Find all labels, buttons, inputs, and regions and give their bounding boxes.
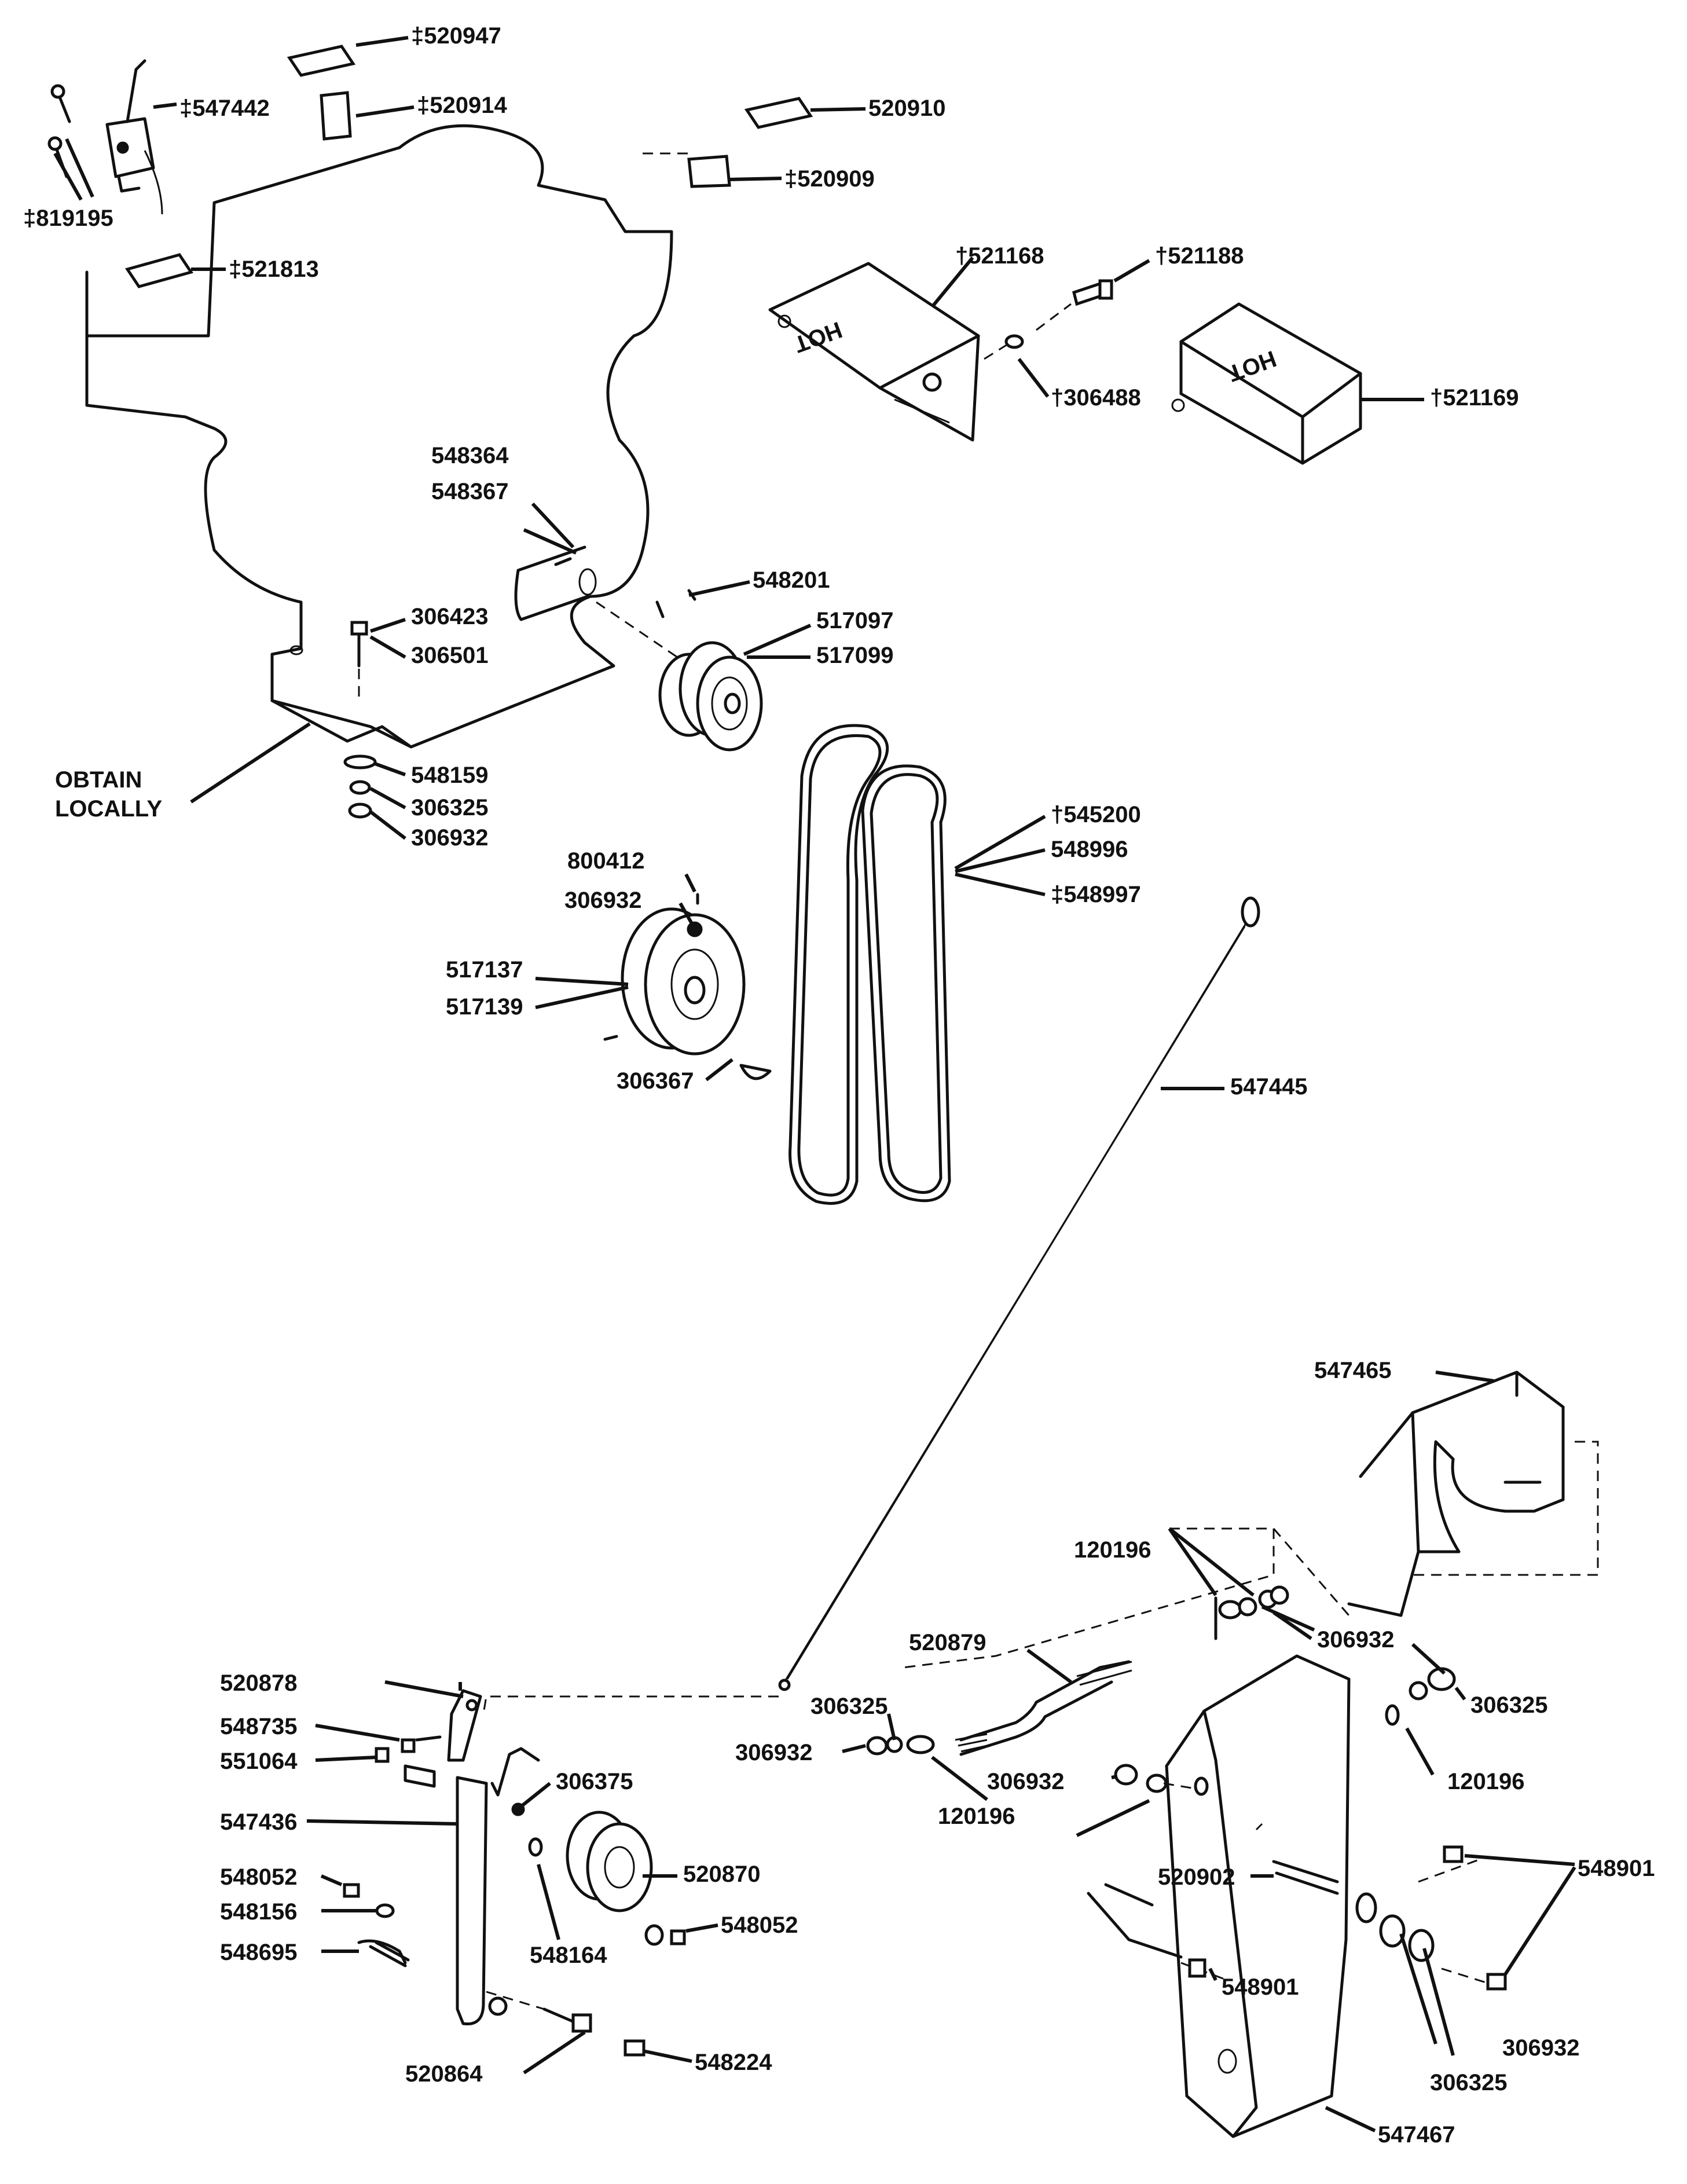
label-548156: 548156 [220, 1899, 297, 1925]
label-548996: 548996 [1051, 837, 1128, 862]
label-547467: 547467 [1378, 2122, 1455, 2148]
decal-521813 [125, 253, 193, 288]
mount-plate-547467 [1165, 1654, 1351, 2138]
label-306325-d: 306325 [1430, 2070, 1507, 2095]
label-517099: 517099 [816, 643, 893, 668]
label-517139: 517139 [446, 994, 523, 1020]
label-548164: 548164 [530, 1943, 607, 1968]
engine-mount-hardware [343, 754, 377, 819]
control-cable [482, 896, 1260, 1714]
decal-520909 [687, 155, 731, 188]
label-306501: 306501 [411, 643, 488, 668]
label-521188: †521188 [1155, 243, 1244, 269]
label-120196-c: 120196 [1447, 1769, 1524, 1794]
label-306325-b: 306325 [811, 1694, 887, 1719]
label-521168: †521168 [955, 243, 1044, 269]
label-306423: 306423 [411, 604, 488, 629]
label-548159: 548159 [411, 763, 488, 788]
label-547465: 547465 [1314, 1358, 1391, 1383]
label-306325-a: 306325 [411, 795, 488, 820]
label-819195: ‡819195 [23, 206, 113, 231]
label-548735: 548735 [220, 1714, 297, 1739]
label-obtain-locally-1: OBTAIN [55, 767, 142, 793]
belt-guard-547465 [1347, 1371, 1599, 1617]
label-306932-b: 306932 [564, 888, 641, 913]
label-306325-c: 306325 [1470, 1692, 1547, 1718]
label-520947: ‡520947 [411, 23, 501, 49]
engine-pulley [655, 589, 763, 752]
label-548901-a: 548901 [1578, 1856, 1655, 1881]
bolt-521188 [984, 279, 1113, 360]
heat-shield-521169: HOT [1171, 302, 1362, 465]
decal-520910 [744, 97, 813, 129]
label-306932-a: 306932 [411, 825, 488, 851]
label-545200: †545200 [1051, 802, 1141, 827]
label-548052-a: 548052 [220, 1864, 297, 1890]
label-547442: ‡547442 [179, 96, 270, 121]
label-306932-f: 306932 [1502, 2035, 1579, 2061]
label-547445: 547445 [1230, 1074, 1307, 1100]
label-520870: 520870 [683, 1861, 760, 1887]
label-520909: ‡520909 [784, 166, 875, 192]
crankshaft-key [514, 545, 678, 658]
bolt-306423 [350, 621, 368, 703]
label-551064: 551064 [220, 1749, 298, 1774]
label-120196-b: 120196 [938, 1804, 1015, 1829]
label-306488: †306488 [1051, 385, 1141, 411]
label-548997: ‡548997 [1051, 882, 1141, 907]
part-labels: ‡520947 ‡547442 ‡520914 520910 ‡520909 ‡… [23, 23, 1655, 2148]
label-521169: †521169 [1430, 385, 1519, 411]
label-548367: 548367 [431, 479, 508, 504]
label-520910: 520910 [868, 96, 945, 121]
label-800412: 800412 [567, 848, 644, 874]
label-306932-c: 306932 [1317, 1627, 1394, 1652]
label-548224: 548224 [695, 2050, 772, 2075]
label-517137: 517137 [446, 957, 523, 983]
lever-assembly [343, 1689, 686, 2057]
right-hardware [1087, 1667, 1507, 1991]
label-521813: ‡521813 [229, 256, 319, 282]
label-520879: 520879 [909, 1630, 986, 1655]
label-548052-b: 548052 [721, 1912, 798, 1938]
hot-decal-text: HOT [791, 317, 845, 357]
label-520914: ‡520914 [417, 93, 507, 118]
eye-bolt-520879 [866, 1660, 1132, 1756]
label-517097: 517097 [816, 608, 893, 633]
label-306375: 306375 [556, 1769, 633, 1794]
drive-belts [789, 724, 951, 1205]
label-120196-a: 120196 [1074, 1537, 1151, 1563]
label-306932-d: 306932 [735, 1740, 812, 1765]
label-306367: 306367 [617, 1068, 694, 1094]
label-548364: 548364 [431, 443, 509, 468]
throttle-control [47, 59, 163, 215]
label-548695: 548695 [220, 1940, 297, 1965]
decal-520947 [287, 45, 356, 77]
decal-520914 [320, 91, 352, 141]
label-548201: 548201 [753, 567, 830, 593]
pivot-hardware [1114, 1764, 1209, 1796]
label-520878: 520878 [220, 1670, 297, 1696]
label-520864: 520864 [405, 2061, 483, 2087]
label-548901-b: 548901 [1222, 1974, 1299, 2000]
label-520902: 520902 [1158, 1864, 1235, 1890]
label-obtain-locally-2: LOCALLY [55, 796, 163, 822]
label-547436: 547436 [220, 1809, 297, 1835]
label-306932-e: 306932 [987, 1769, 1064, 1794]
engine-outline [85, 124, 689, 749]
leader-lines [53, 36, 1576, 2132]
hot-decal-text-2: HOT [1225, 346, 1279, 386]
driven-pulley [603, 893, 772, 1080]
tension-bracket [903, 1527, 1350, 1669]
